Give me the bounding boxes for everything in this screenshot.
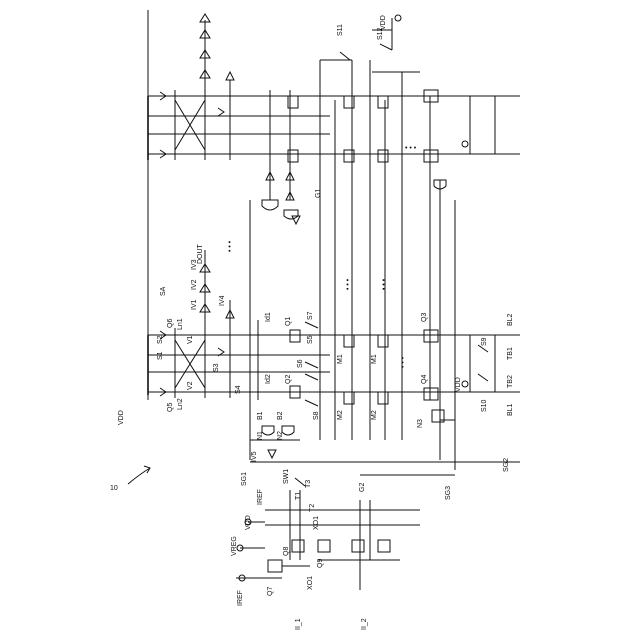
- q7-label: Q7: [267, 587, 274, 596]
- q5-label: Q5: [167, 403, 174, 412]
- figure-number: 10: [110, 485, 118, 492]
- ellipsis-upper-right: • • •: [405, 145, 417, 152]
- iref-label: IREF: [237, 590, 244, 606]
- sg3-label: SG3: [445, 486, 452, 500]
- q9-label: Q9: [317, 559, 324, 568]
- b2-label: B2: [277, 411, 284, 420]
- iv2-label: IV2: [191, 279, 198, 290]
- s10-label: S10: [481, 399, 488, 412]
- top-switch-block: [320, 15, 401, 60]
- iref-src-label: IREF: [257, 489, 264, 505]
- lower-sense-amp: [148, 300, 520, 400]
- terminal-block: [462, 335, 495, 392]
- v1-label: V1: [187, 335, 194, 344]
- id2-label: Id2: [265, 374, 272, 384]
- s12-label: S12: [377, 27, 384, 40]
- xo1b-label: XO1: [313, 516, 320, 530]
- q4-label: Q4: [421, 375, 428, 384]
- n1-label: N1: [257, 431, 264, 440]
- tb1-label: TB1: [507, 347, 514, 360]
- upper-sense-amp: [148, 80, 520, 200]
- figure-arrow: [128, 468, 150, 484]
- s3-label: S3: [213, 363, 220, 372]
- t3-label: T3: [305, 480, 312, 488]
- s6-label: S6: [297, 359, 304, 368]
- v2-label: V2: [187, 381, 194, 390]
- s2-label: S2: [157, 335, 164, 344]
- ln1-label: Ln1: [177, 318, 184, 330]
- bit-line-bus: [320, 60, 455, 470]
- ln2-label: Ln2: [177, 398, 184, 410]
- g2-label: G2: [359, 483, 366, 492]
- t2-label: T2: [309, 504, 316, 512]
- q1-label: Q1: [285, 317, 292, 326]
- s9-label: S9: [481, 337, 488, 346]
- sa-label: SA: [160, 286, 167, 296]
- upper-right-block: [288, 90, 495, 189]
- ii2-label: II_2: [361, 618, 368, 630]
- xo1-label: XO1: [307, 576, 314, 590]
- m1a-label: M1: [337, 354, 344, 364]
- q6-label: Q6: [167, 319, 174, 328]
- n2-label: N2: [277, 431, 284, 440]
- vreg-label: VREG: [231, 536, 238, 556]
- s8-label: S8: [313, 411, 320, 420]
- ii1-label: II_1: [295, 618, 302, 630]
- g1-label: G1: [315, 189, 322, 198]
- tb2-label: TB2: [507, 375, 514, 388]
- n3-label: N3: [417, 419, 424, 428]
- b1-label: B1: [257, 411, 264, 420]
- vdd-ref-label: VDD: [245, 515, 252, 530]
- s1-label: S1: [157, 351, 164, 360]
- vdd-tb-label: VDD: [455, 377, 462, 392]
- q3-label: Q3: [421, 313, 428, 322]
- sw1-label: SW1: [283, 469, 290, 484]
- s5-label: S5: [307, 335, 314, 344]
- vdd-main-label: VDD: [118, 410, 125, 425]
- q8-label: Q8: [283, 547, 290, 556]
- s11-label: S11: [337, 24, 344, 36]
- m2a-label: M2: [337, 410, 344, 420]
- ellipsis-upper-left: • • •: [227, 240, 234, 252]
- t1-label: T1: [295, 492, 302, 500]
- dout-label: DOUT: [197, 243, 204, 264]
- iv4-label: IV4: [219, 295, 226, 306]
- s4-label: S4: [235, 385, 242, 394]
- sg1-label: SG1: [241, 472, 248, 486]
- s7-label: S7: [307, 311, 314, 320]
- ellipsis-lower-right: • • •: [400, 356, 407, 368]
- q2-label: Q2: [285, 375, 292, 384]
- bl2-label: BL2: [507, 313, 514, 326]
- m1b-label: M1: [371, 354, 378, 364]
- sg2-label: SG2: [503, 458, 510, 472]
- ellipsis-mid-1: • • •: [345, 278, 352, 290]
- lower-inverter-chain: [200, 250, 234, 335]
- id1-label: Id1: [265, 312, 272, 322]
- iv3-label: IV3: [191, 259, 198, 270]
- iv5-label: IV5: [251, 451, 258, 462]
- iv1-label: IV1: [191, 299, 198, 310]
- bl1-label: BL1: [507, 403, 514, 416]
- m2b-label: M2: [371, 410, 378, 420]
- ellipsis-mid-2: • • •: [381, 278, 388, 290]
- upper-inverter-chain: [200, 14, 234, 96]
